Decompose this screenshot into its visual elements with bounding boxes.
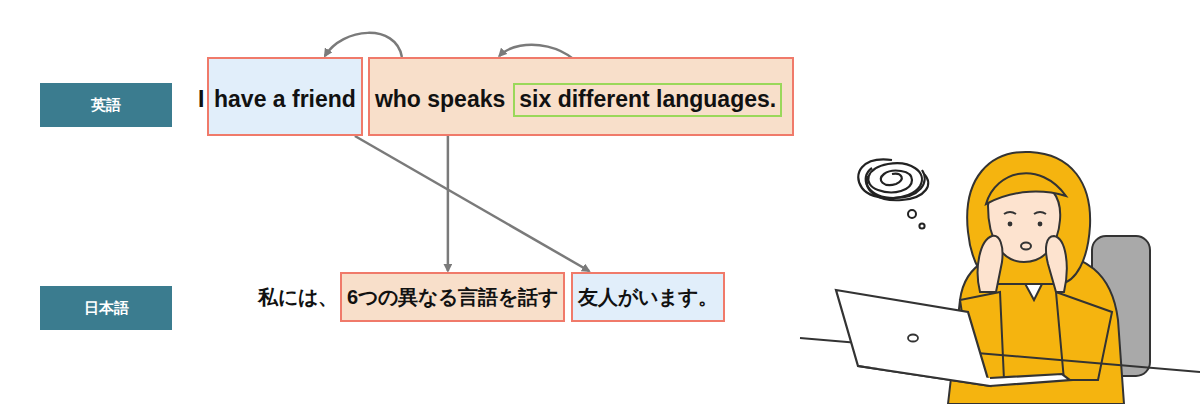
box-text: 英語 bbox=[91, 96, 121, 114]
left-hand bbox=[978, 236, 1003, 292]
thought-scribble bbox=[858, 159, 928, 200]
eye bbox=[1038, 222, 1043, 227]
language-tag: 日本語 bbox=[40, 286, 172, 330]
sentence-text: I bbox=[198, 86, 204, 114]
box-text: 友人がいます。 bbox=[578, 285, 718, 309]
laptop-logo bbox=[908, 335, 918, 342]
laptop-base bbox=[858, 366, 1070, 386]
fringe bbox=[986, 173, 1066, 204]
box-text: who speaks bbox=[375, 86, 505, 114]
brows bbox=[1004, 212, 1046, 214]
thought-dot bbox=[908, 210, 916, 218]
box-text: 6つの異なる言語を話す bbox=[347, 285, 558, 309]
mouth bbox=[1021, 243, 1031, 250]
phrase-box: have a friend bbox=[207, 57, 363, 136]
box-text: have a friend bbox=[214, 86, 356, 114]
right-hand bbox=[1046, 236, 1067, 292]
phrase-box: six different languages. bbox=[513, 83, 782, 117]
eye bbox=[1008, 222, 1013, 227]
arrow-connector bbox=[355, 136, 589, 271]
thought-dot bbox=[919, 223, 924, 228]
right-sleeve bbox=[1056, 292, 1112, 380]
sentence-text: 私には、 bbox=[258, 285, 338, 309]
arrow-connector bbox=[325, 33, 402, 57]
language-tag: 英語 bbox=[40, 83, 172, 127]
phrase-box: 6つの異なる言語を話す bbox=[340, 272, 565, 322]
box-text: 日本語 bbox=[84, 299, 129, 317]
box-text: six different languages. bbox=[519, 86, 776, 114]
phrase-box: who speaks six different languages. bbox=[368, 57, 794, 136]
phrase-box: 友人がいます。 bbox=[571, 272, 725, 322]
arrow-connector bbox=[447, 136, 450, 271]
